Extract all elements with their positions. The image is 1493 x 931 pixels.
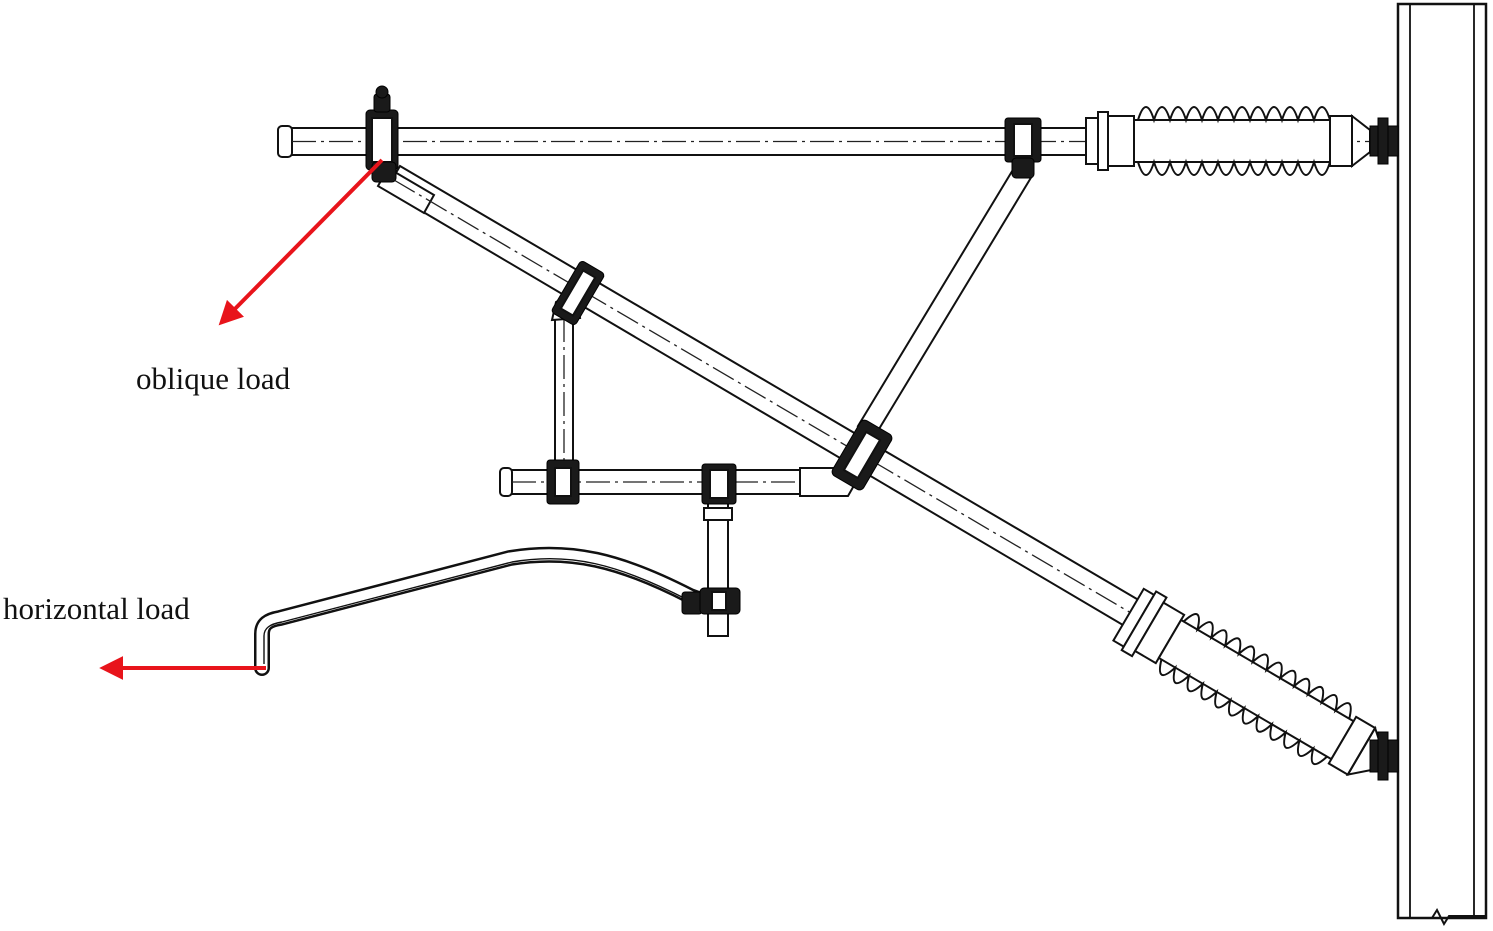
steady-arm-drop	[703, 499, 733, 637]
clamp-steady-arm	[699, 587, 741, 615]
lower-insulator	[1112, 587, 1399, 781]
oblique-load-arrow	[218, 158, 384, 326]
clamp-diagonal-upper	[551, 261, 605, 325]
clamp-lower-tube-left	[546, 459, 580, 505]
upper-strut	[856, 117, 1042, 436]
mast-pole	[1396, 2, 1488, 927]
clamp-lower-tube-mid	[701, 463, 737, 505]
lower-horizontal-tube	[499, 450, 866, 497]
clamp-top-left	[365, 85, 399, 183]
horizontal-load-label: horizontal load	[3, 591, 190, 626]
oblique-load-label: oblique load	[136, 361, 291, 396]
steady-arm	[254, 546, 720, 676]
main-diagonal-tube	[376, 164, 1241, 678]
upper-insulator	[1085, 106, 1399, 176]
clamp-diagonal-crossing	[831, 419, 893, 491]
